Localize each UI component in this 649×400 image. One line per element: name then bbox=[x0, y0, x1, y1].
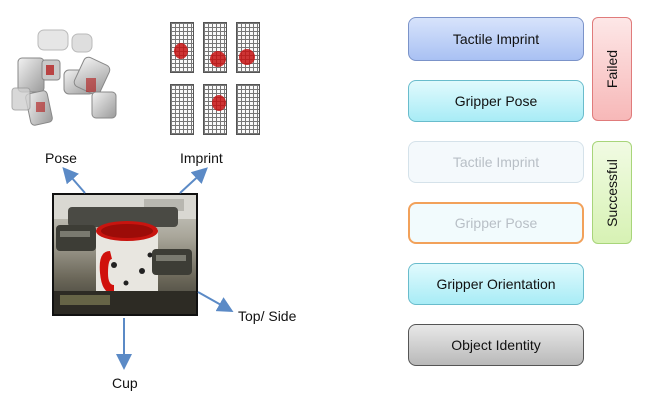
gripper-pose-box: Gripper Pose bbox=[408, 80, 584, 122]
tactile-grid bbox=[236, 22, 260, 73]
tactile-imprint-text: Tactile Imprint bbox=[452, 31, 540, 47]
tactile-grid bbox=[203, 22, 227, 73]
gripper-pose-faded-text: Gripper Pose bbox=[454, 215, 538, 231]
tactile-grid bbox=[203, 84, 227, 135]
robot-pose-image bbox=[11, 29, 117, 126]
top-side-label: Top/ Side bbox=[238, 308, 297, 324]
robot-cup-photo-drawing bbox=[54, 195, 196, 314]
arrow-to-top-side bbox=[197, 291, 234, 312]
arrow-to-imprint bbox=[179, 167, 208, 194]
successful-text: Successful bbox=[604, 158, 621, 227]
tactile-grid bbox=[170, 22, 194, 73]
pose-label: Pose bbox=[45, 150, 77, 166]
imprint-blob bbox=[212, 95, 226, 111]
cup-label: Cup bbox=[112, 375, 138, 391]
tactile-imprint-box: Tactile Imprint bbox=[408, 17, 584, 61]
tactile-grid bbox=[170, 84, 194, 135]
tactile-grid bbox=[236, 84, 260, 135]
object-identity-text: Object Identity bbox=[451, 337, 541, 353]
gripper-orientation-text: Gripper Orientation bbox=[436, 276, 556, 292]
imprint-blob bbox=[210, 51, 226, 67]
failed-box: Failed bbox=[592, 17, 632, 121]
imprint-blob bbox=[239, 49, 255, 65]
successful-box: Successful bbox=[592, 141, 632, 244]
imprint-blob bbox=[174, 43, 188, 59]
imprint-label: Imprint bbox=[180, 150, 223, 166]
tactile-imprint-faded-text: Tactile Imprint bbox=[452, 154, 540, 170]
gripper-orientation-box: Gripper Orientation bbox=[408, 263, 584, 305]
gripper-pose-faded-box: Gripper Pose bbox=[408, 202, 584, 244]
object-identity-box: Object Identity bbox=[408, 324, 584, 366]
tactile-imprint-faded-box: Tactile Imprint bbox=[408, 141, 584, 183]
failed-text: Failed bbox=[604, 49, 621, 89]
arrow-to-pose bbox=[62, 166, 86, 194]
robot-cup-photo bbox=[52, 193, 198, 316]
gripper-pose-text: Gripper Pose bbox=[454, 93, 538, 109]
